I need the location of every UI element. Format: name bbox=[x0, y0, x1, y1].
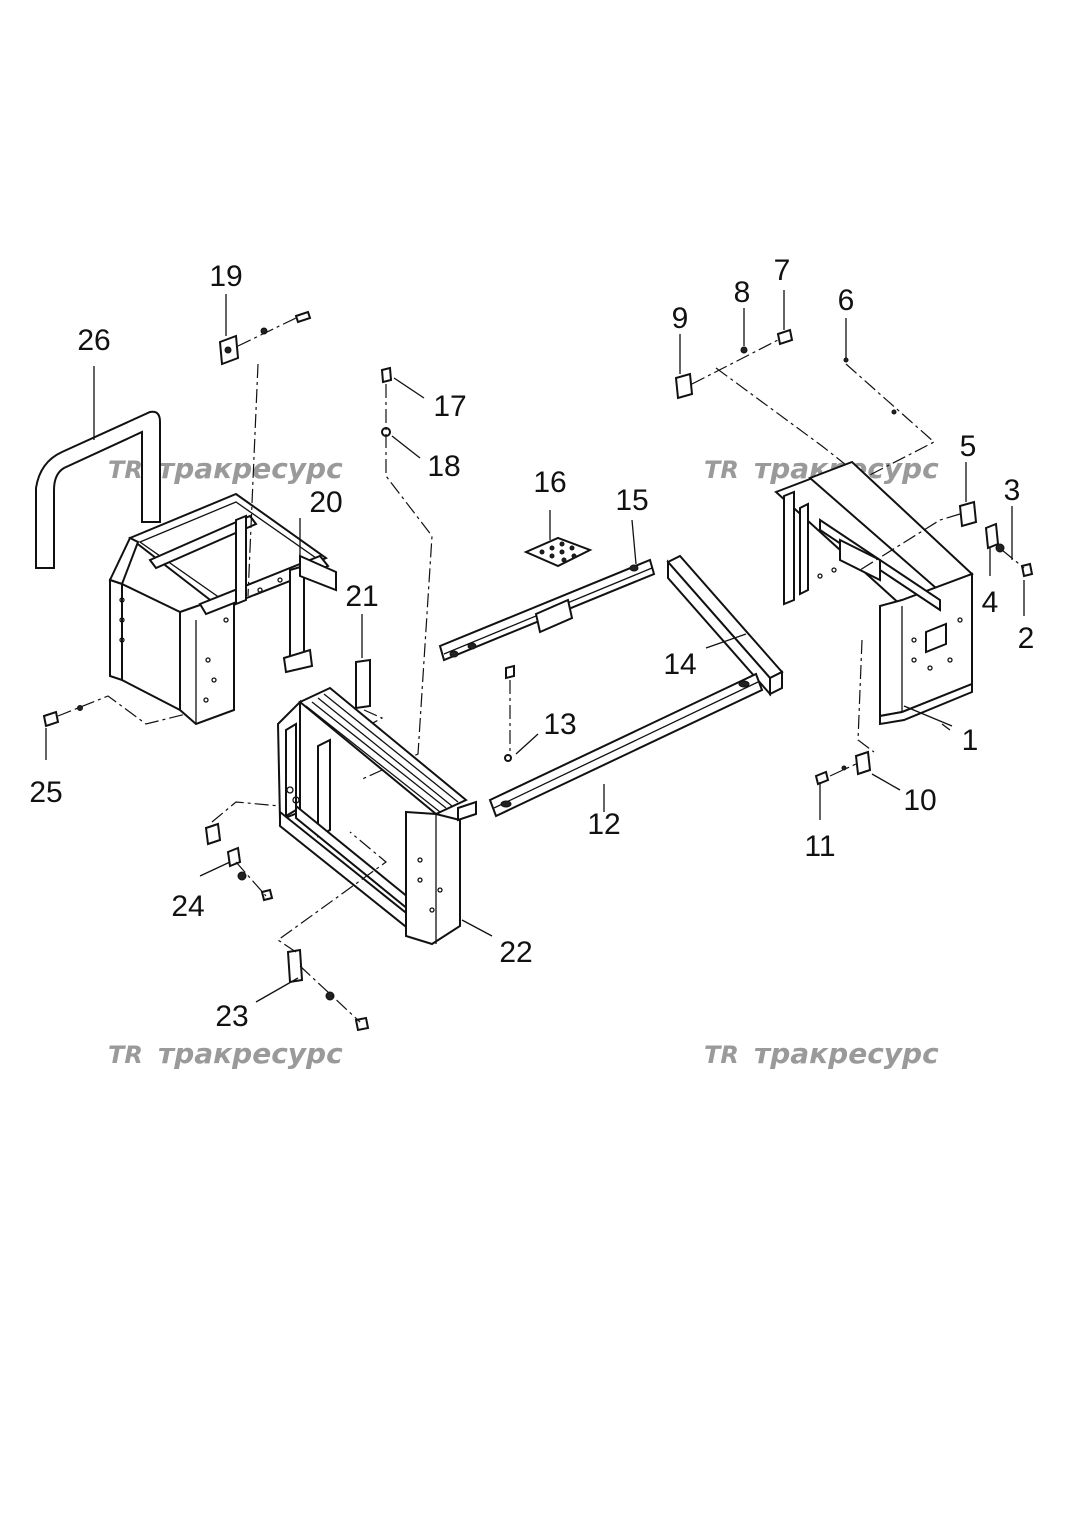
watermark-text: тракресурс bbox=[754, 1037, 939, 1070]
watermark-logo: TR bbox=[108, 456, 143, 484]
watermark-logo: TR bbox=[108, 1041, 143, 1069]
label-7: 7 bbox=[774, 254, 791, 287]
label-9: 9 bbox=[672, 302, 689, 335]
label-18: 18 bbox=[427, 450, 460, 483]
label-3: 3 bbox=[1004, 474, 1021, 507]
part-24-hinge bbox=[204, 801, 281, 902]
part-25-bolt bbox=[42, 695, 187, 728]
label-20: 20 bbox=[309, 486, 342, 519]
part-5-bracket bbox=[958, 500, 978, 528]
part-10-bracket bbox=[854, 750, 872, 776]
part-22-front-frame bbox=[276, 686, 477, 946]
part-8-washer bbox=[740, 346, 748, 354]
watermark-logo: TR bbox=[704, 456, 739, 484]
part-23-plate bbox=[276, 831, 387, 1032]
label-11: 11 bbox=[804, 830, 835, 863]
label-24: 24 bbox=[171, 890, 204, 923]
leader-lines bbox=[45, 290, 1025, 1003]
label-19: 19 bbox=[209, 260, 242, 293]
part-13-bolt bbox=[504, 664, 515, 762]
part-number-labels: 26 19 20 21 17 18 25 24 23 22 16 15 13 1… bbox=[29, 254, 1034, 1033]
part-16-step-plate bbox=[523, 536, 593, 568]
part-2-bolt bbox=[1020, 562, 1034, 578]
label-25: 25 bbox=[29, 776, 62, 809]
watermark-logo: TR bbox=[704, 1041, 739, 1069]
part-11-bolt bbox=[814, 765, 847, 786]
label-22: 22 bbox=[499, 936, 532, 969]
label-17: 17 bbox=[433, 390, 466, 423]
watermark-text: тракресурс bbox=[158, 452, 343, 485]
part-7-bolt bbox=[776, 328, 794, 346]
label-8: 8 bbox=[734, 276, 751, 309]
watermark-bottom-left: TR тракресурс bbox=[108, 1037, 343, 1070]
label-14: 14 bbox=[663, 648, 696, 681]
label-12: 12 bbox=[587, 808, 620, 841]
label-15: 15 bbox=[615, 484, 648, 517]
part-9-bracket bbox=[674, 372, 694, 400]
label-10: 10 bbox=[903, 784, 936, 817]
label-4: 4 bbox=[982, 586, 999, 619]
label-26: 26 bbox=[77, 324, 110, 357]
label-13: 13 bbox=[543, 708, 576, 741]
label-6: 6 bbox=[838, 284, 855, 317]
part-14-angle-rail bbox=[666, 554, 784, 697]
part-1-right-frame bbox=[774, 460, 974, 726]
watermark-bottom-right: TR тракресурс bbox=[704, 1037, 939, 1070]
label-5: 5 bbox=[960, 430, 977, 463]
part-15-crossmember bbox=[438, 558, 656, 662]
part-4-hinge bbox=[984, 522, 1000, 550]
label-21: 21 bbox=[345, 580, 378, 613]
label-16: 16 bbox=[533, 466, 566, 499]
label-23: 23 bbox=[215, 1000, 248, 1033]
watermark-top-left: TR тракресурс bbox=[108, 452, 343, 485]
part-12-long-rail bbox=[488, 672, 764, 818]
label-1: 1 bbox=[962, 724, 979, 757]
part-26-guard-bar bbox=[35, 410, 161, 569]
label-2: 2 bbox=[1018, 622, 1035, 655]
watermark-text: тракресурс bbox=[158, 1037, 343, 1070]
part-20-left-frame bbox=[108, 492, 337, 726]
part-17-bolt bbox=[380, 366, 393, 384]
part-19-hinge bbox=[218, 310, 312, 597]
